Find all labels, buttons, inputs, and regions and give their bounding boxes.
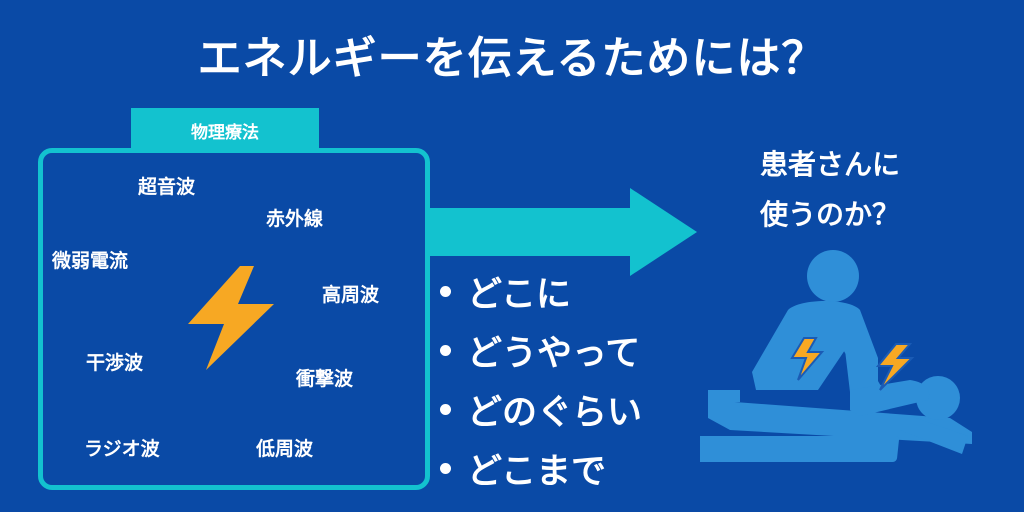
bullet-item: どのぐらい [436,380,642,439]
bullet-dot [440,463,451,474]
bullet-dot [440,286,451,297]
patient-body [850,380,930,416]
page-title: エネルギーを伝えるためには？ [197,33,827,84]
term-infrared: 赤外線 [266,208,324,230]
term-shockwave: 衝撃波 [296,368,354,390]
bullet-text: どうやって [467,334,641,374]
term-radio-wave: ラジオ波 [84,438,160,460]
therapist-body [752,301,878,392]
term-high-frequency: 高周波 [322,284,380,306]
lightning-bolt-icon [188,266,274,370]
therapist-head [807,250,859,302]
modality-box [38,148,430,490]
bullet-item: どうやって [436,321,642,380]
bullet-text: どこまで [467,452,606,492]
question-line: 使うのか？ [760,198,901,231]
bullet-dot [440,345,451,356]
bullet-item: どこに [436,262,642,321]
bullet-text: どこに [467,275,571,315]
bullet-dot [440,404,451,415]
small-bolt-icon [875,343,915,391]
question-text: 患者さんに 使うのか？ [760,140,990,240]
term-ultrasound: 超音波 [138,176,196,198]
bullet-list: どこに どうやって どのぐらい どこまで [436,262,642,498]
term-microcurrent: 微弱電流 [52,250,129,272]
category-tab: 物理療法 [131,108,319,152]
patient-head [916,376,960,420]
bullet-text: どのぐらい [467,393,643,433]
therapist-treating-patient-icon [700,250,972,462]
treatment-table-shape [708,400,972,444]
right-arrow-icon [425,188,697,276]
term-interference: 干渉波 [86,352,144,374]
term-low-frequency: 低周波 [256,438,314,460]
question-line: 患者さんに [760,148,901,181]
small-bolt-icon [790,337,825,381]
bullet-item: どこまで [436,439,642,498]
